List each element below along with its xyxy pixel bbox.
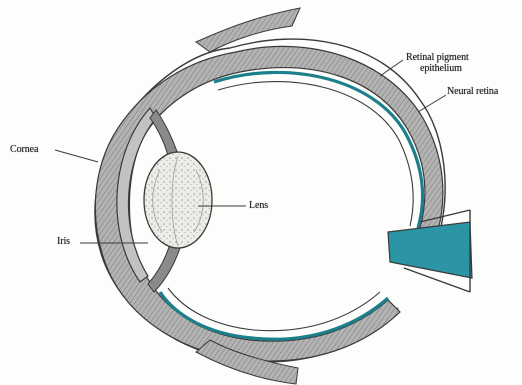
label-iris: Iris: [57, 236, 70, 247]
leader-cornea: [55, 150, 98, 162]
label-lens: Lens: [249, 200, 268, 211]
label-retinal-pigment-line1: Retinal pigment: [406, 52, 469, 63]
lens-shape: [144, 152, 212, 248]
optic-nerve: [388, 222, 472, 278]
leader-retinal-pigment: [380, 60, 403, 76]
label-cornea: Cornea: [10, 144, 38, 155]
label-neural-retina: Neural retina: [447, 86, 498, 97]
label-retinal-pigment-line2: epithelium: [406, 63, 469, 74]
label-retinal-pigment-epithelium: Retinal pigment epithelium: [406, 52, 469, 74]
upper-eyelid: [196, 8, 300, 52]
